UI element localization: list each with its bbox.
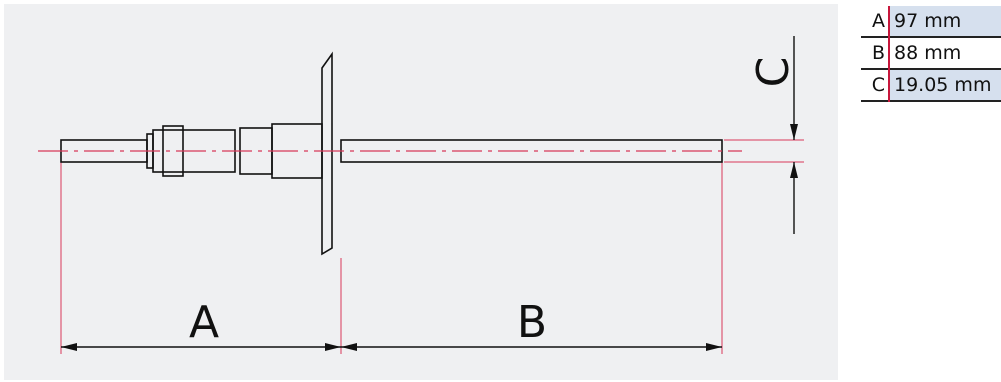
dimension-label-a: A — [189, 297, 219, 348]
kf-flange — [321, 51, 333, 256]
table-row: B 88 mm — [861, 37, 1001, 69]
dimension-key: A — [861, 6, 890, 37]
dimension-value: 19.05 mm — [889, 69, 1001, 101]
dimension-key: C — [861, 69, 890, 101]
dimension-key: B — [861, 37, 890, 69]
table-row: C 19.05 mm — [861, 69, 1001, 101]
dimension-label-b: B — [517, 297, 547, 348]
dimension-table: A 97 mm B 88 mm C 19.05 mm — [861, 6, 1001, 102]
dimension-value: 88 mm — [889, 37, 1001, 69]
table-row: A 97 mm — [861, 6, 1001, 37]
dimension-label-c: C — [748, 57, 799, 88]
technical-drawing: A B C — [38, 36, 804, 354]
probe-body — [60, 51, 723, 256]
drawing-panel: A B C — [4, 4, 838, 380]
dimension-value: 97 mm — [889, 6, 1001, 37]
extension-lines — [60, 139, 804, 354]
dimension-lines — [61, 36, 798, 351]
